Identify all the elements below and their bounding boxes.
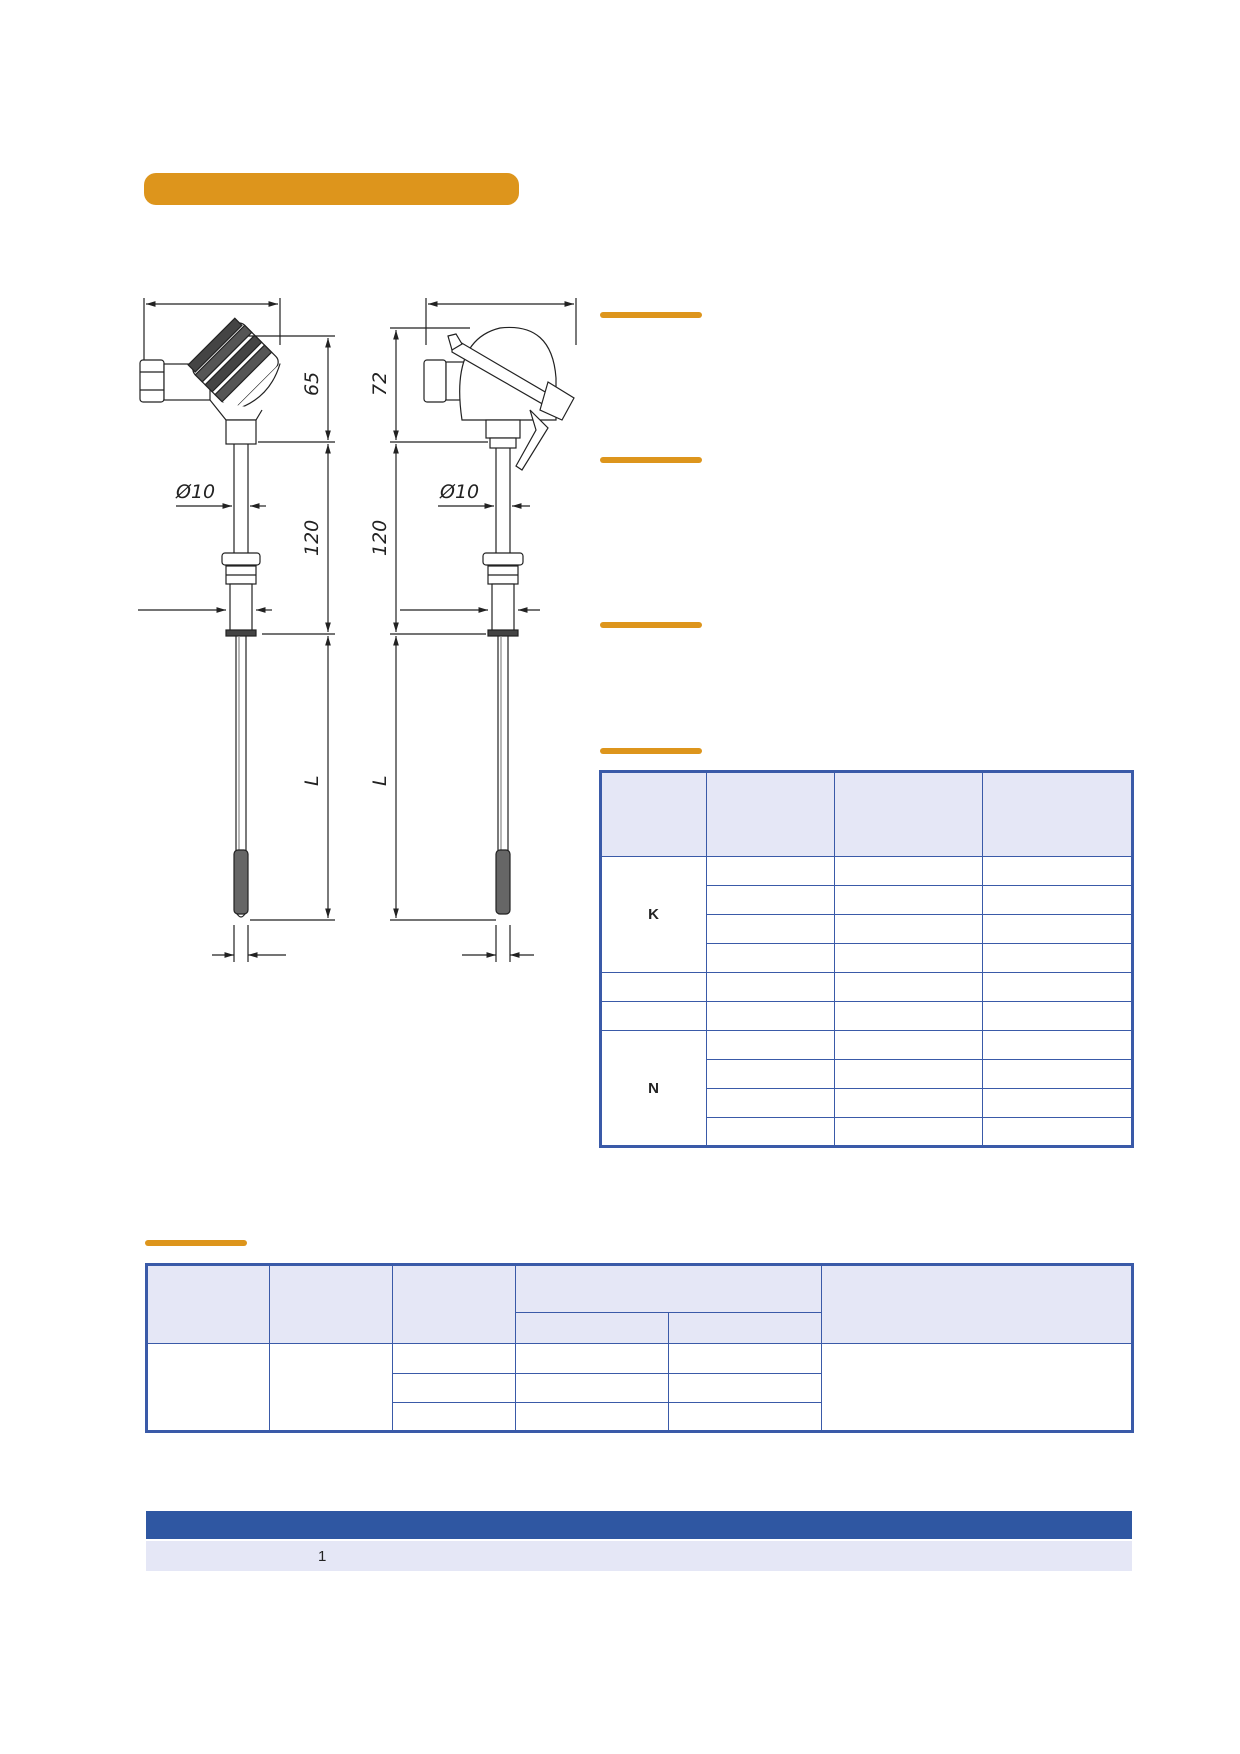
right-dim-stem: 120 [369,520,391,556]
section-rule-4 [600,748,702,754]
section-rule-3 [600,622,702,628]
footer-row [146,1541,1132,1571]
page-number: 1 [318,1548,327,1565]
right-assembly [390,298,577,962]
title-bar [144,173,519,205]
section-rule-5 [145,1240,247,1246]
spec-header-cell [706,771,835,857]
left-dim-stem: 120 [301,520,323,556]
section-rule-1 [600,312,702,318]
order-table [145,1263,1134,1433]
left-assembly [138,298,335,962]
left-dim-length: L [301,775,323,786]
order-header-cell [269,1264,393,1344]
right-dim-head: 72 [369,372,391,396]
order-subheader-cell [668,1312,822,1344]
order-header-cell [821,1264,1133,1344]
left-dim-diameter: Ø10 [175,481,215,503]
right-dim-length: L [369,775,391,786]
left-dim-head: 65 [301,372,323,396]
spec-group-k: K [600,856,707,973]
order-header-cell [146,1264,270,1344]
right-dim-diameter: Ø10 [439,481,479,503]
order-header-cell [515,1264,822,1313]
spec-header-cell [982,771,1133,857]
section-rule-2 [600,457,702,463]
spec-group-n: N [600,1030,707,1147]
spec-header-cell [834,771,983,857]
spec-table: K N [599,770,1134,1148]
order-header-cell [392,1264,516,1344]
footer-band [146,1511,1132,1539]
spec-header-cell [600,771,707,857]
order-subheader-cell [515,1312,669,1344]
